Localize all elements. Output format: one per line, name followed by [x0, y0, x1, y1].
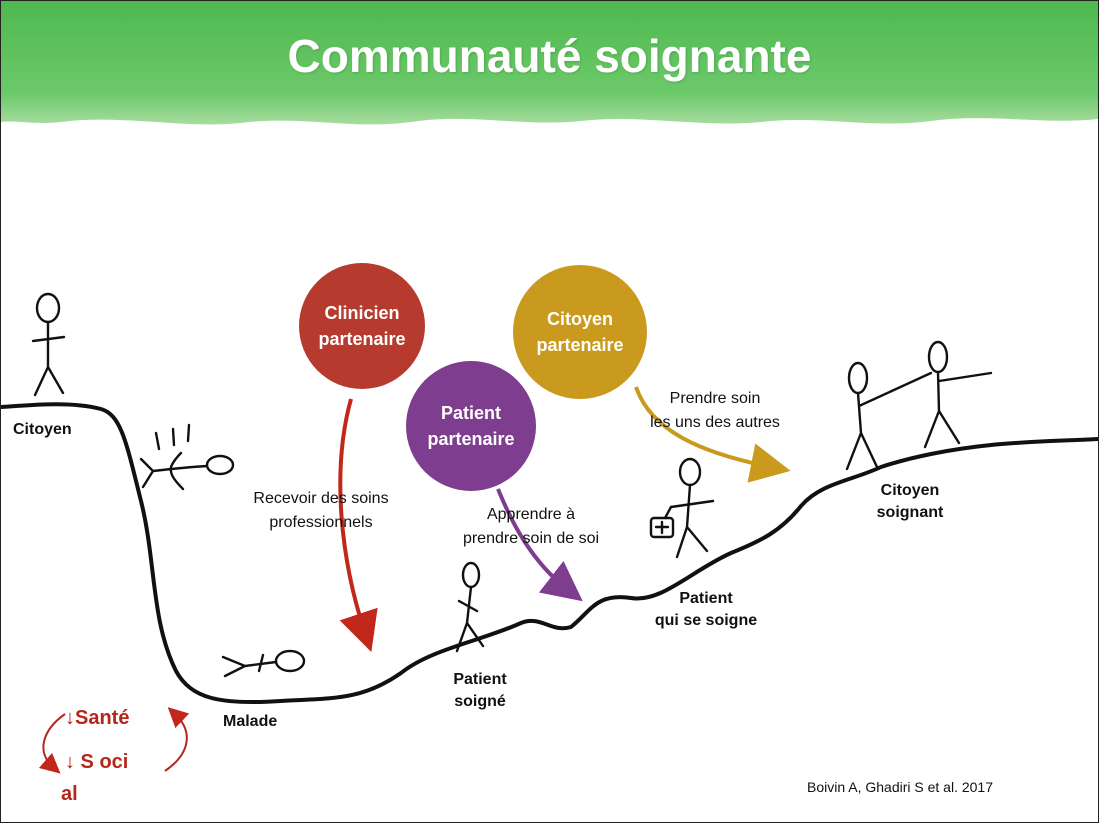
- stage-patient-qui-line2: qui se soigne: [654, 612, 758, 629]
- green-header-band: [1, 1, 1098, 125]
- arrow-prendre: [634, 386, 791, 483]
- stick-figure-citoyen: [31, 292, 66, 397]
- stage-patient-qui-se-soigne: Patient qui se soigne: [641, 588, 771, 632]
- circle-clinicien-line2: partenaire: [318, 329, 406, 349]
- stage-patient-soigne: Patient soigné: [425, 669, 535, 713]
- caption-recevoir-line2: professionnels: [269, 514, 373, 531]
- caption-apprendre-line1: Apprendre à: [486, 506, 576, 523]
- caption-apprendre: Apprendre à prendre soin de soi: [441, 503, 621, 551]
- slide-title: Communauté soignante: [287, 30, 812, 82]
- circle-patient-line2: partenaire: [427, 429, 515, 449]
- caption-prendre-line2: les uns des autres: [650, 414, 780, 431]
- stage-patient-qui-line1: Patient: [679, 590, 733, 607]
- stick-figure-citoyen-soignant-left: [845, 361, 933, 471]
- circle-citoyen-line1: Citoyen: [546, 309, 613, 329]
- arrow-apprendre: [496, 488, 583, 602]
- citation: Boivin A, Ghadiri S et al. 2017: [807, 779, 993, 795]
- stick-figure-patient-soigne: [455, 561, 485, 653]
- arrow-recevoir: [338, 398, 378, 652]
- circle-clinicien-line1: Clinicien: [324, 303, 400, 323]
- stick-figure-citoyen-soignant-right: [923, 340, 993, 449]
- caption-prendre-line1: Prendre soin: [669, 390, 761, 407]
- circle-clinicien-partenaire: Clinicien partenaire: [299, 263, 425, 389]
- stage-patient-soigne-line2: soigné: [454, 693, 506, 710]
- stage-patient-soigne-line1: Patient: [453, 671, 507, 688]
- circle-patient-line1: Patient: [440, 403, 501, 423]
- social-decrease-label: ↓ S oci: [65, 751, 129, 773]
- curved-arrow-left: [38, 713, 66, 774]
- stick-figure-malade: [221, 649, 306, 678]
- circle-patient-partenaire: Patient partenaire: [406, 361, 536, 491]
- social-decrease-label-end: al: [61, 783, 78, 805]
- stick-figure-falling: [139, 423, 235, 491]
- caption-prendre: Prendre soin les uns des autres: [625, 387, 805, 435]
- stick-figure-patient-kit: [649, 457, 715, 559]
- sante-decrease-label: ↓Santé: [65, 707, 130, 729]
- terrain-line: [1, 402, 1098, 705]
- caption-apprendre-line2: prendre soin de soi: [462, 530, 600, 547]
- stage-citoyen: Citoyen: [13, 421, 72, 438]
- circle-citoyen-line2: partenaire: [536, 335, 624, 355]
- stage-citoyen-soignant: Citoyen soignant: [855, 480, 965, 524]
- caption-recevoir: Recevoir des soins professionnels: [231, 487, 411, 535]
- curved-arrow-right: [164, 707, 190, 772]
- circle-citoyen-partenaire: Citoyen partenaire: [513, 265, 647, 399]
- caption-recevoir-line1: Recevoir des soins: [253, 490, 389, 507]
- stage-citoyen-soignant-line2: soignant: [876, 504, 944, 521]
- stage-citoyen-soignant-line1: Citoyen: [880, 482, 940, 499]
- stage-malade: Malade: [223, 713, 278, 730]
